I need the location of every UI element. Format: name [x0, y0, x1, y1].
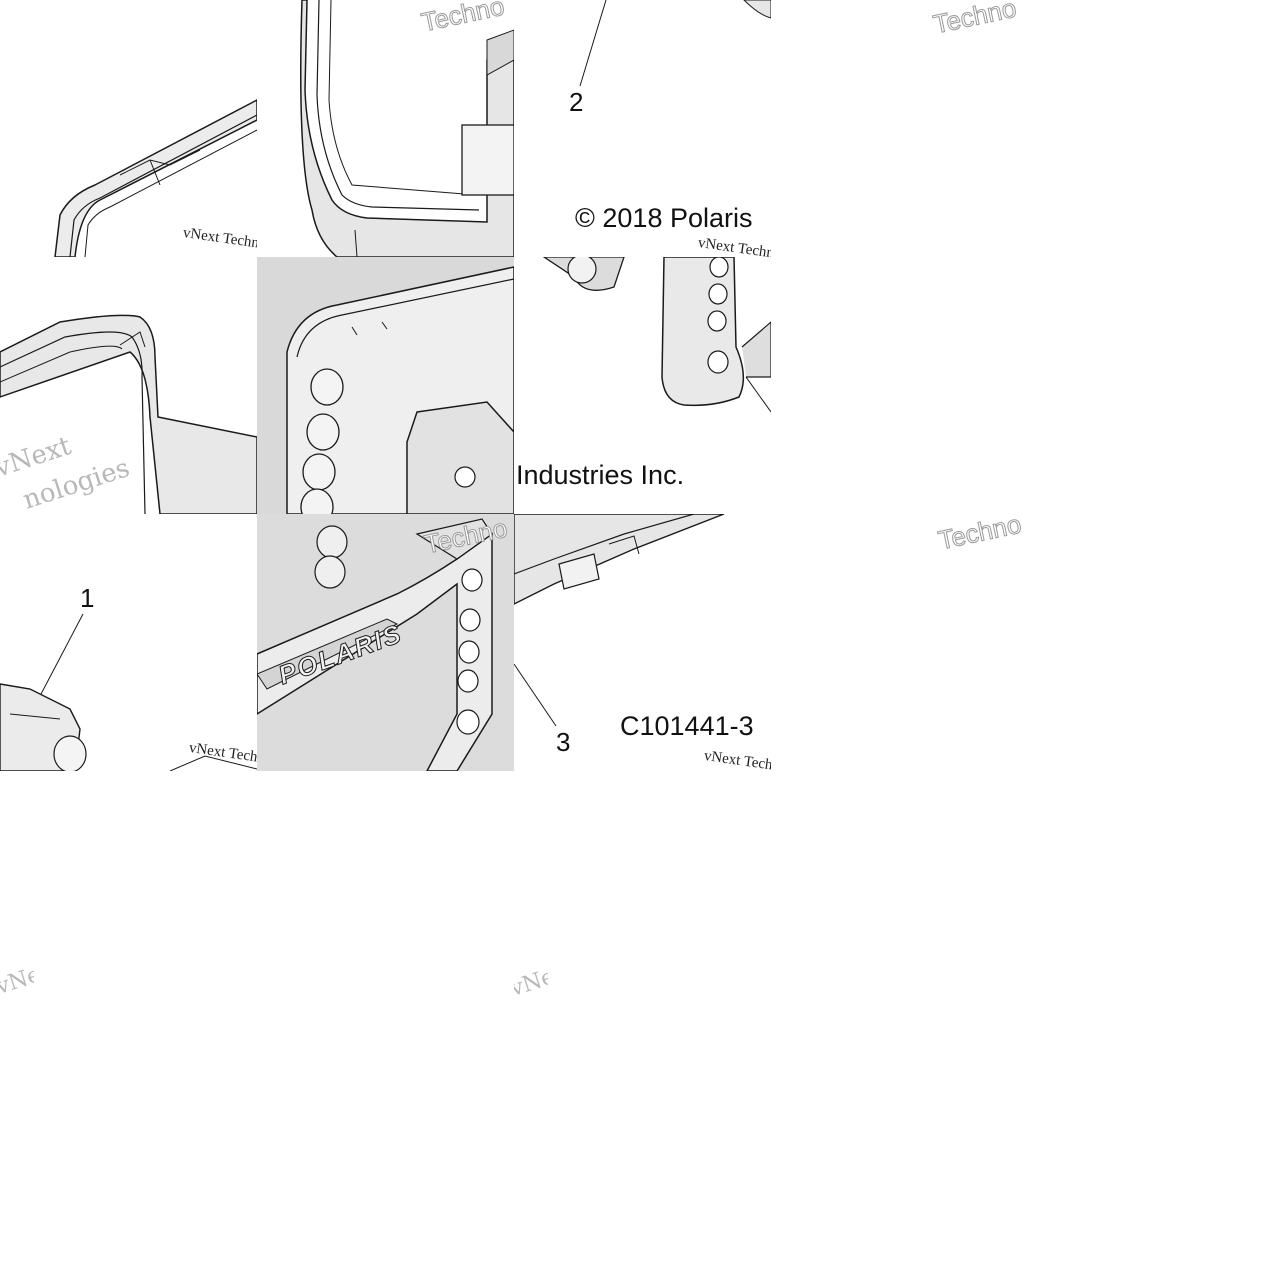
figure-id: C101441-3 — [620, 711, 754, 741]
tile-fragment-left: vNext — [0, 960, 34, 1030]
watermark-outline: Techno — [930, 0, 1019, 40]
leader-line-3 — [514, 514, 725, 727]
tile-r1c4: Techno — [771, 0, 1028, 257]
tile-r3c1: 1 vNext Technologies — [0, 514, 257, 771]
tile-r1c1: vNext Technologies — [0, 0, 257, 257]
callout-1: 1 — [80, 583, 95, 613]
bezel-top-edge-drawing — [54, 99, 257, 257]
tile-r2c3: Industries Inc. — [514, 257, 771, 514]
tile-r1c3: 2 © 2018 Polaris vNext Technologies — [514, 0, 771, 257]
bezel-frame-drawing — [300, 0, 514, 257]
leader-line-1 — [0, 613, 257, 771]
tile-r3c4: Techno — [771, 514, 1028, 771]
callout-3: 3 — [556, 727, 571, 757]
display-housing-drawing — [257, 257, 514, 514]
tile-r2c1: vNext nologies — [0, 257, 257, 514]
bracket-drawing — [542, 257, 771, 413]
bezel-side-drawing — [0, 314, 257, 514]
tile-r2c2 — [257, 257, 514, 514]
copyright-line-2-display: Industries Inc. — [516, 460, 685, 490]
callout-2: 2 — [569, 87, 584, 117]
tile-r1c2: Techno — [257, 0, 514, 257]
tile-fragment-right: vNext — [514, 960, 548, 1030]
copyright-line-1: © 2018 Polaris — [575, 203, 753, 233]
tile-r3c2: POLARIS Techno — [257, 514, 514, 771]
watermark-outline: Techno — [935, 514, 1024, 556]
leader-line-2 — [579, 0, 771, 87]
watermark-fragment: vNext — [0, 960, 34, 1000]
bezel-logo-drawing — [257, 514, 514, 771]
tile-r3c3: 3 C101441-3 vNext Technologies — [514, 514, 771, 771]
watermark-fragment: vNext — [514, 960, 548, 1002]
